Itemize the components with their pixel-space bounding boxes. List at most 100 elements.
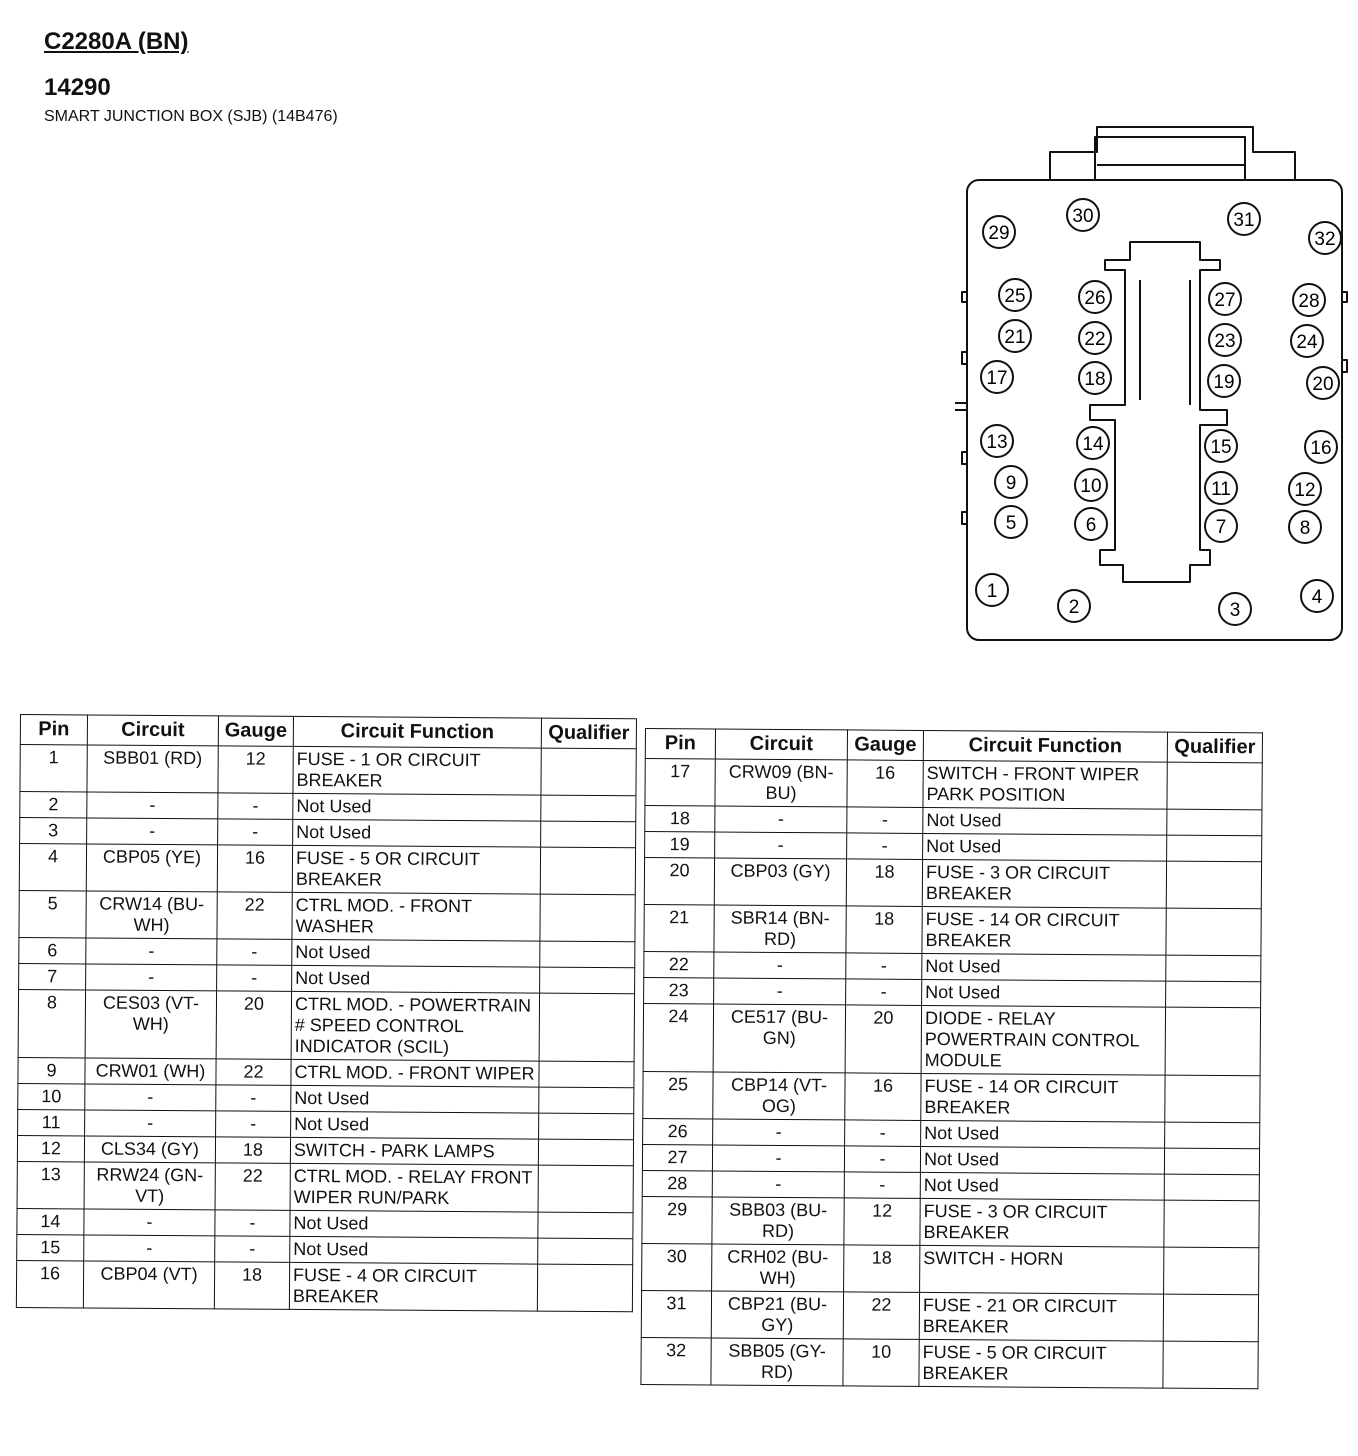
- pin-circle: [1292, 283, 1326, 317]
- qualifier-cell: [538, 1113, 634, 1140]
- pin-number: 19: [1213, 372, 1234, 393]
- table-header-row: Pin Circuit Gauge Circuit Function Quali…: [645, 728, 1263, 763]
- qualifier-cell: [1163, 1247, 1259, 1295]
- pin-cell: 7: [18, 963, 86, 990]
- qualifier-cell: [540, 847, 636, 895]
- pin-number: 23: [1214, 331, 1235, 352]
- pin-cell: 27: [642, 1144, 713, 1171]
- gauge-cell: 20: [845, 1004, 922, 1074]
- gauge-cell: -: [214, 1235, 290, 1263]
- pin-cell: 23: [643, 977, 714, 1004]
- gauge-cell: -: [846, 806, 923, 834]
- gauge-cell: -: [845, 952, 922, 980]
- pin-cell: 2: [19, 791, 87, 818]
- qualifier-cell: [1165, 908, 1262, 956]
- gauge-cell: -: [216, 938, 292, 966]
- qualifier-cell: [1165, 981, 1261, 1008]
- pin-number: 21: [1004, 327, 1025, 348]
- function-cell: FUSE - 3 OR CIRCUIT BREAKER: [919, 1198, 1165, 1248]
- gauge-cell: 22: [215, 1162, 291, 1211]
- pin-number: 28: [1298, 291, 1319, 312]
- function-cell: Not Used: [290, 1085, 539, 1114]
- col-header-function: Circuit Function: [923, 730, 1168, 763]
- pin-cell: 3: [19, 817, 87, 844]
- col-header-circuit: Circuit: [87, 714, 219, 746]
- circuit-cell: CRH02 (BU-WH): [711, 1243, 844, 1292]
- pin-number: 30: [1072, 206, 1093, 227]
- pin-circle: [1288, 472, 1322, 506]
- circuit-cell: CRW14 (BU-WH): [85, 890, 218, 939]
- col-header-qualifier: Qualifier: [541, 718, 637, 749]
- function-cell: Not Used: [289, 1210, 539, 1239]
- gauge-cell: 16: [217, 844, 293, 893]
- pin-number: 5: [1006, 513, 1017, 534]
- circuit-cell: -: [83, 1208, 216, 1236]
- pin-number: 25: [1004, 286, 1025, 307]
- pin-cell: 32: [640, 1337, 712, 1385]
- circuit-cell: SBB05 (GY-RD): [710, 1337, 844, 1386]
- pin-cavity-8: 8: [1288, 510, 1322, 544]
- pin-number: 18: [1084, 369, 1105, 390]
- gauge-cell: 10: [842, 1338, 920, 1387]
- pin-cavity-31: 31: [1227, 202, 1261, 236]
- qualifier-cell: [1162, 1341, 1259, 1389]
- pin-cell: 11: [17, 1109, 85, 1136]
- qualifier-cell: [537, 1212, 634, 1239]
- pin-cell: 1: [19, 744, 88, 792]
- pin-number: 13: [986, 432, 1007, 453]
- circuit-cell: -: [83, 1234, 215, 1262]
- pin-cavity-25: 25: [998, 278, 1032, 312]
- col-header-pin: Pin: [20, 714, 88, 745]
- function-cell: Not Used: [921, 953, 1166, 982]
- circuit-cell: CRW01 (WH): [84, 1057, 217, 1085]
- center-keyway: [1089, 241, 1228, 583]
- circuit-cell: -: [714, 805, 847, 833]
- gauge-cell: 16: [846, 759, 924, 808]
- pin-number: 7: [1216, 517, 1227, 538]
- pin-number: 22: [1084, 329, 1105, 350]
- pin-number: 9: [1006, 473, 1017, 494]
- pin-number: 8: [1300, 518, 1311, 539]
- pin-cell: 18: [644, 805, 715, 832]
- pin-cavity-1: 1: [975, 573, 1009, 607]
- pin-cell: 20: [644, 857, 715, 905]
- circuit-cell: CBP03 (GY): [714, 857, 847, 906]
- latch-outline: [1049, 126, 1296, 180]
- pin-number: 31: [1233, 210, 1254, 231]
- pin-cell: 28: [642, 1170, 713, 1197]
- gauge-cell: -: [215, 1110, 291, 1138]
- qualifier-cell: [1163, 1294, 1259, 1342]
- table-header-row: Pin Circuit Gauge Circuit Function Quali…: [20, 714, 637, 749]
- pin-number: 3: [1230, 600, 1241, 621]
- qualifier-cell: [1165, 955, 1261, 982]
- pin-cell: 19: [644, 831, 715, 858]
- pin-circle: [1078, 280, 1112, 314]
- gauge-cell: 22: [216, 891, 293, 940]
- gauge-cell: -: [845, 978, 922, 1006]
- gauge-cell: 18: [214, 1261, 290, 1310]
- connector-title: C2280A (BN): [44, 28, 189, 55]
- pin-cell: 8: [18, 989, 86, 1058]
- function-cell: SWITCH - FRONT WIPER PARK POSITION: [922, 760, 1168, 810]
- col-header-pin: Pin: [645, 728, 716, 759]
- circuit-cell: -: [85, 963, 217, 991]
- circuit-cell: -: [713, 951, 846, 979]
- pin-circle: [1078, 361, 1112, 395]
- pin-cavity-18: 18: [1078, 361, 1112, 395]
- pin-circle: [1078, 321, 1112, 355]
- circuit-cell: -: [84, 1109, 216, 1137]
- pinout-table-left: Pin Circuit Gauge Circuit Function Quali…: [16, 714, 637, 1312]
- col-header-gauge: Gauge: [218, 715, 294, 747]
- pin-circle: [1290, 324, 1324, 358]
- qualifier-cell: [538, 1061, 635, 1088]
- gauge-cell: -: [846, 832, 923, 860]
- connector-body: [966, 179, 1343, 641]
- circuit-cell: -: [712, 1170, 845, 1198]
